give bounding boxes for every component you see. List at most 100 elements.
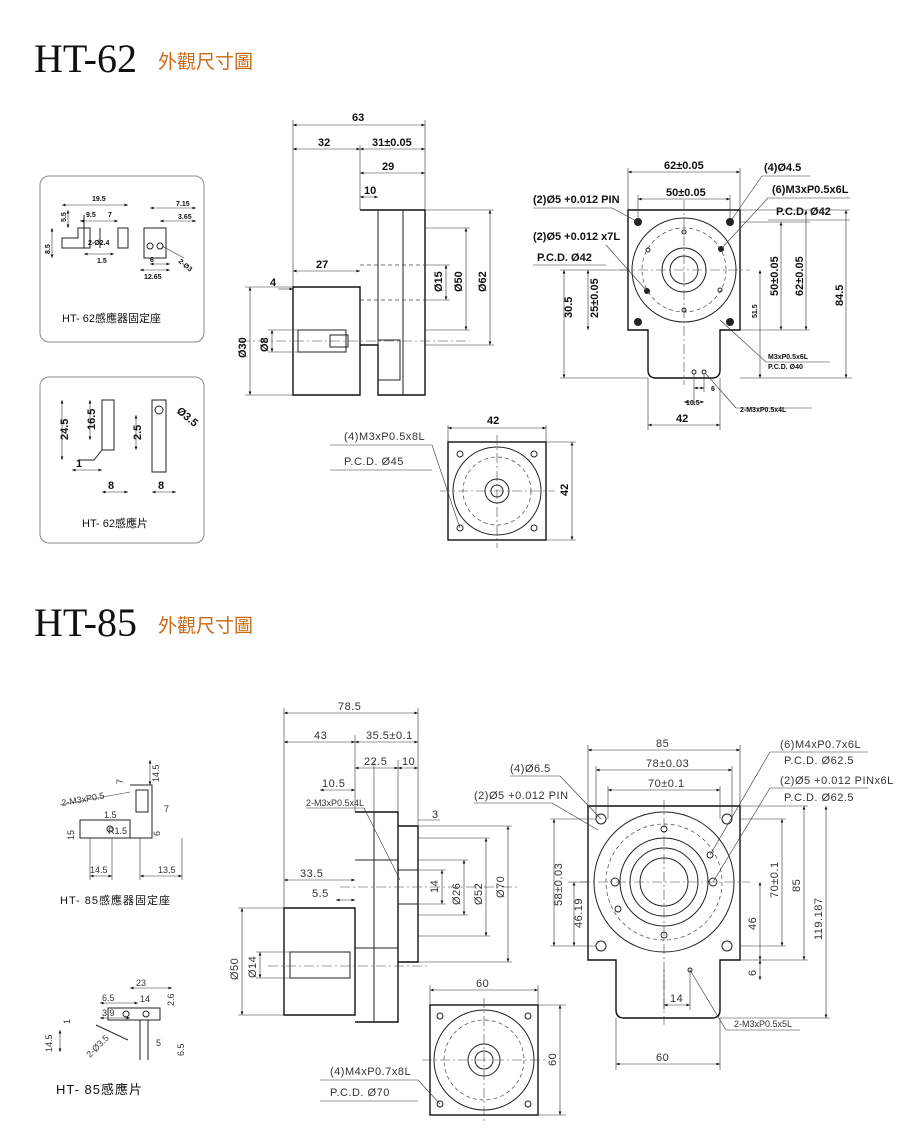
dim-text: 2-Ø3.5	[84, 1033, 111, 1060]
callout-text: P.C.D. Ø40	[768, 364, 803, 371]
dim-text: 7.15	[176, 201, 190, 208]
callout-text: P.C.D. Ø70	[330, 1087, 390, 1099]
dim-text: 78±0.03	[646, 758, 689, 770]
callout-text: P.C.D. Ø45	[344, 456, 404, 468]
dim-text: 8	[158, 480, 164, 492]
dim-text: 63	[352, 112, 364, 124]
callout-text: (6)M4xP0.7x6L	[780, 739, 861, 751]
callout-text: (2)Ø5 +0.012 PIN	[533, 194, 620, 206]
dim-text: Ø62	[477, 271, 489, 292]
dim-text: 2-Ø2.4	[88, 240, 110, 247]
dim-text: 42	[676, 413, 688, 425]
dim-text: 5.5	[61, 212, 68, 222]
dim-text: 51.5	[752, 304, 759, 318]
ht85-sensor-caption: HT- 85感應片	[56, 1082, 143, 1097]
ht85-title: HT-85 外觀尺寸圖	[34, 600, 253, 645]
callout-text: (2)Ø5 +0.012 x7L	[533, 231, 620, 243]
dim-text: Ø50	[229, 958, 241, 980]
dim-text: 7	[164, 804, 169, 814]
ht85-bracket-caption: HT- 85感應器固定座	[60, 893, 171, 907]
dim-text: Ø3.5	[174, 405, 200, 430]
dim-text: 84.5	[834, 285, 846, 306]
dim-text: 14.5	[44, 1034, 54, 1052]
ht62-model-name: HT-62	[34, 36, 137, 81]
ht85-motor-flange: 60 60 (4)M4xP0.7x8L P.C.D. Ø70	[320, 978, 566, 1122]
callout-text: 2-M3xP0.5x4L	[306, 798, 364, 808]
dim-text: 46.19	[573, 898, 585, 928]
ht62-bracket-panel: 19.5 9.5 7 5.5 8.5 2-Ø2.4 1.5 7.15 3.65 …	[39, 175, 205, 343]
dim-text: 85	[791, 879, 803, 892]
dim-text: 31±0.05	[372, 137, 412, 149]
dim-text: 5	[156, 1038, 161, 1048]
callout-text: (4)M3xP0.5x8L	[344, 431, 425, 443]
dim-text: 7	[108, 212, 112, 219]
dim-text: 50±0.05	[769, 256, 781, 296]
dim-text: 2.6	[166, 993, 176, 1006]
dim-text: 29	[382, 161, 394, 173]
dim-text: 85	[656, 738, 669, 750]
dim-text: 50±0.05	[666, 187, 706, 199]
dim-text: 14.5	[90, 865, 108, 875]
dim-text: Ø50	[453, 271, 465, 292]
ht62-side-view: 63 32 31±0.05 29 10 27 4 Ø15 Ø50 Ø62 Ø30…	[237, 112, 494, 396]
dim-text: 2-Ø3	[177, 258, 194, 273]
dim-text: 24.5	[59, 419, 71, 440]
dim-text: 14	[140, 994, 150, 1004]
ht85-side-view: 78.5 43 35.5±0.1 22.5 10 10.5 2-M3xP0.5x…	[229, 701, 520, 1023]
callout-text: 2-M3xP0.5x4L	[740, 407, 787, 414]
dim-text: 1.5	[97, 258, 107, 265]
dim-text: Ø15	[433, 271, 445, 292]
dim-text: 33.5	[300, 868, 323, 880]
ht85-model-name: HT-85	[34, 600, 137, 645]
dim-text: 1	[62, 1019, 72, 1024]
dim-text: 3.65	[178, 214, 192, 221]
dim-text: 43	[314, 730, 327, 742]
dim-text: 6	[711, 386, 715, 393]
dim-text: 6	[747, 969, 759, 976]
dim-text: 14	[670, 993, 683, 1005]
dim-text: Ø26	[451, 883, 463, 905]
dim-text: 25±0.05	[589, 278, 601, 318]
dim-text: 12.65	[144, 274, 162, 281]
callout-text: (4)M4xP0.7x8L	[330, 1066, 411, 1078]
callout-text: P.C.D. Ø42	[537, 252, 592, 264]
dim-text: 70±0.1	[648, 778, 685, 790]
dim-text: 10.5	[686, 400, 700, 407]
dim-text: 10	[402, 756, 415, 768]
dim-text: 60	[476, 978, 489, 990]
dim-text: 62±0.05	[664, 160, 704, 172]
dim-text: 3	[432, 809, 439, 821]
dim-text: 8	[108, 480, 114, 492]
ht62-bracket-caption: HT- 62感應器固定座	[62, 311, 161, 325]
dim-text: 7	[115, 779, 125, 784]
dim-text: 19.5	[92, 196, 106, 203]
dim-text: Ø52	[473, 883, 485, 905]
dim-text: 10	[364, 185, 376, 197]
ht62-front-view: 62±0.05 50±0.05 (2)Ø5 +0.012 PIN (2)Ø5 +…	[533, 160, 852, 430]
callout-text: (4)Ø4.5	[764, 162, 801, 174]
dim-text: 46	[747, 917, 759, 930]
dim-text: 14	[429, 880, 441, 893]
dim-text: 1.5	[104, 810, 117, 820]
ht85-sensor: 23 6.5 14 2.6 3.9 1 2-Ø3.5 14.5 5 6.5 HT…	[44, 978, 186, 1097]
dim-text: 35.5±0.1	[366, 730, 413, 742]
dim-text: Ø14	[247, 956, 259, 978]
callout-text: (4)Ø6.5	[510, 763, 551, 775]
dim-text: 2.5	[132, 425, 144, 440]
dim-text: 22.5	[364, 756, 387, 768]
callout-text: P.C.D. Ø62.5	[784, 792, 854, 804]
dim-text: 1	[76, 458, 82, 470]
ht85-subtitle: 外觀尺寸圖	[158, 615, 253, 637]
dim-text: 4	[270, 277, 277, 289]
dim-text: Ø30	[237, 337, 249, 358]
dim-text: Ø70	[495, 876, 507, 898]
ht62-sensor-caption: HT- 62感應片	[82, 516, 148, 530]
dim-text: 6	[152, 831, 162, 836]
dim-text: 119.187	[813, 898, 825, 940]
callout-text: (2)Ø5 +0.012 PINx6L	[780, 775, 894, 787]
dim-text: 5.5	[312, 888, 329, 900]
callout-text: (2)Ø5 +0.012 PIN	[474, 790, 569, 802]
callout-text: 2-M3xP0.5x5L	[734, 1019, 792, 1029]
